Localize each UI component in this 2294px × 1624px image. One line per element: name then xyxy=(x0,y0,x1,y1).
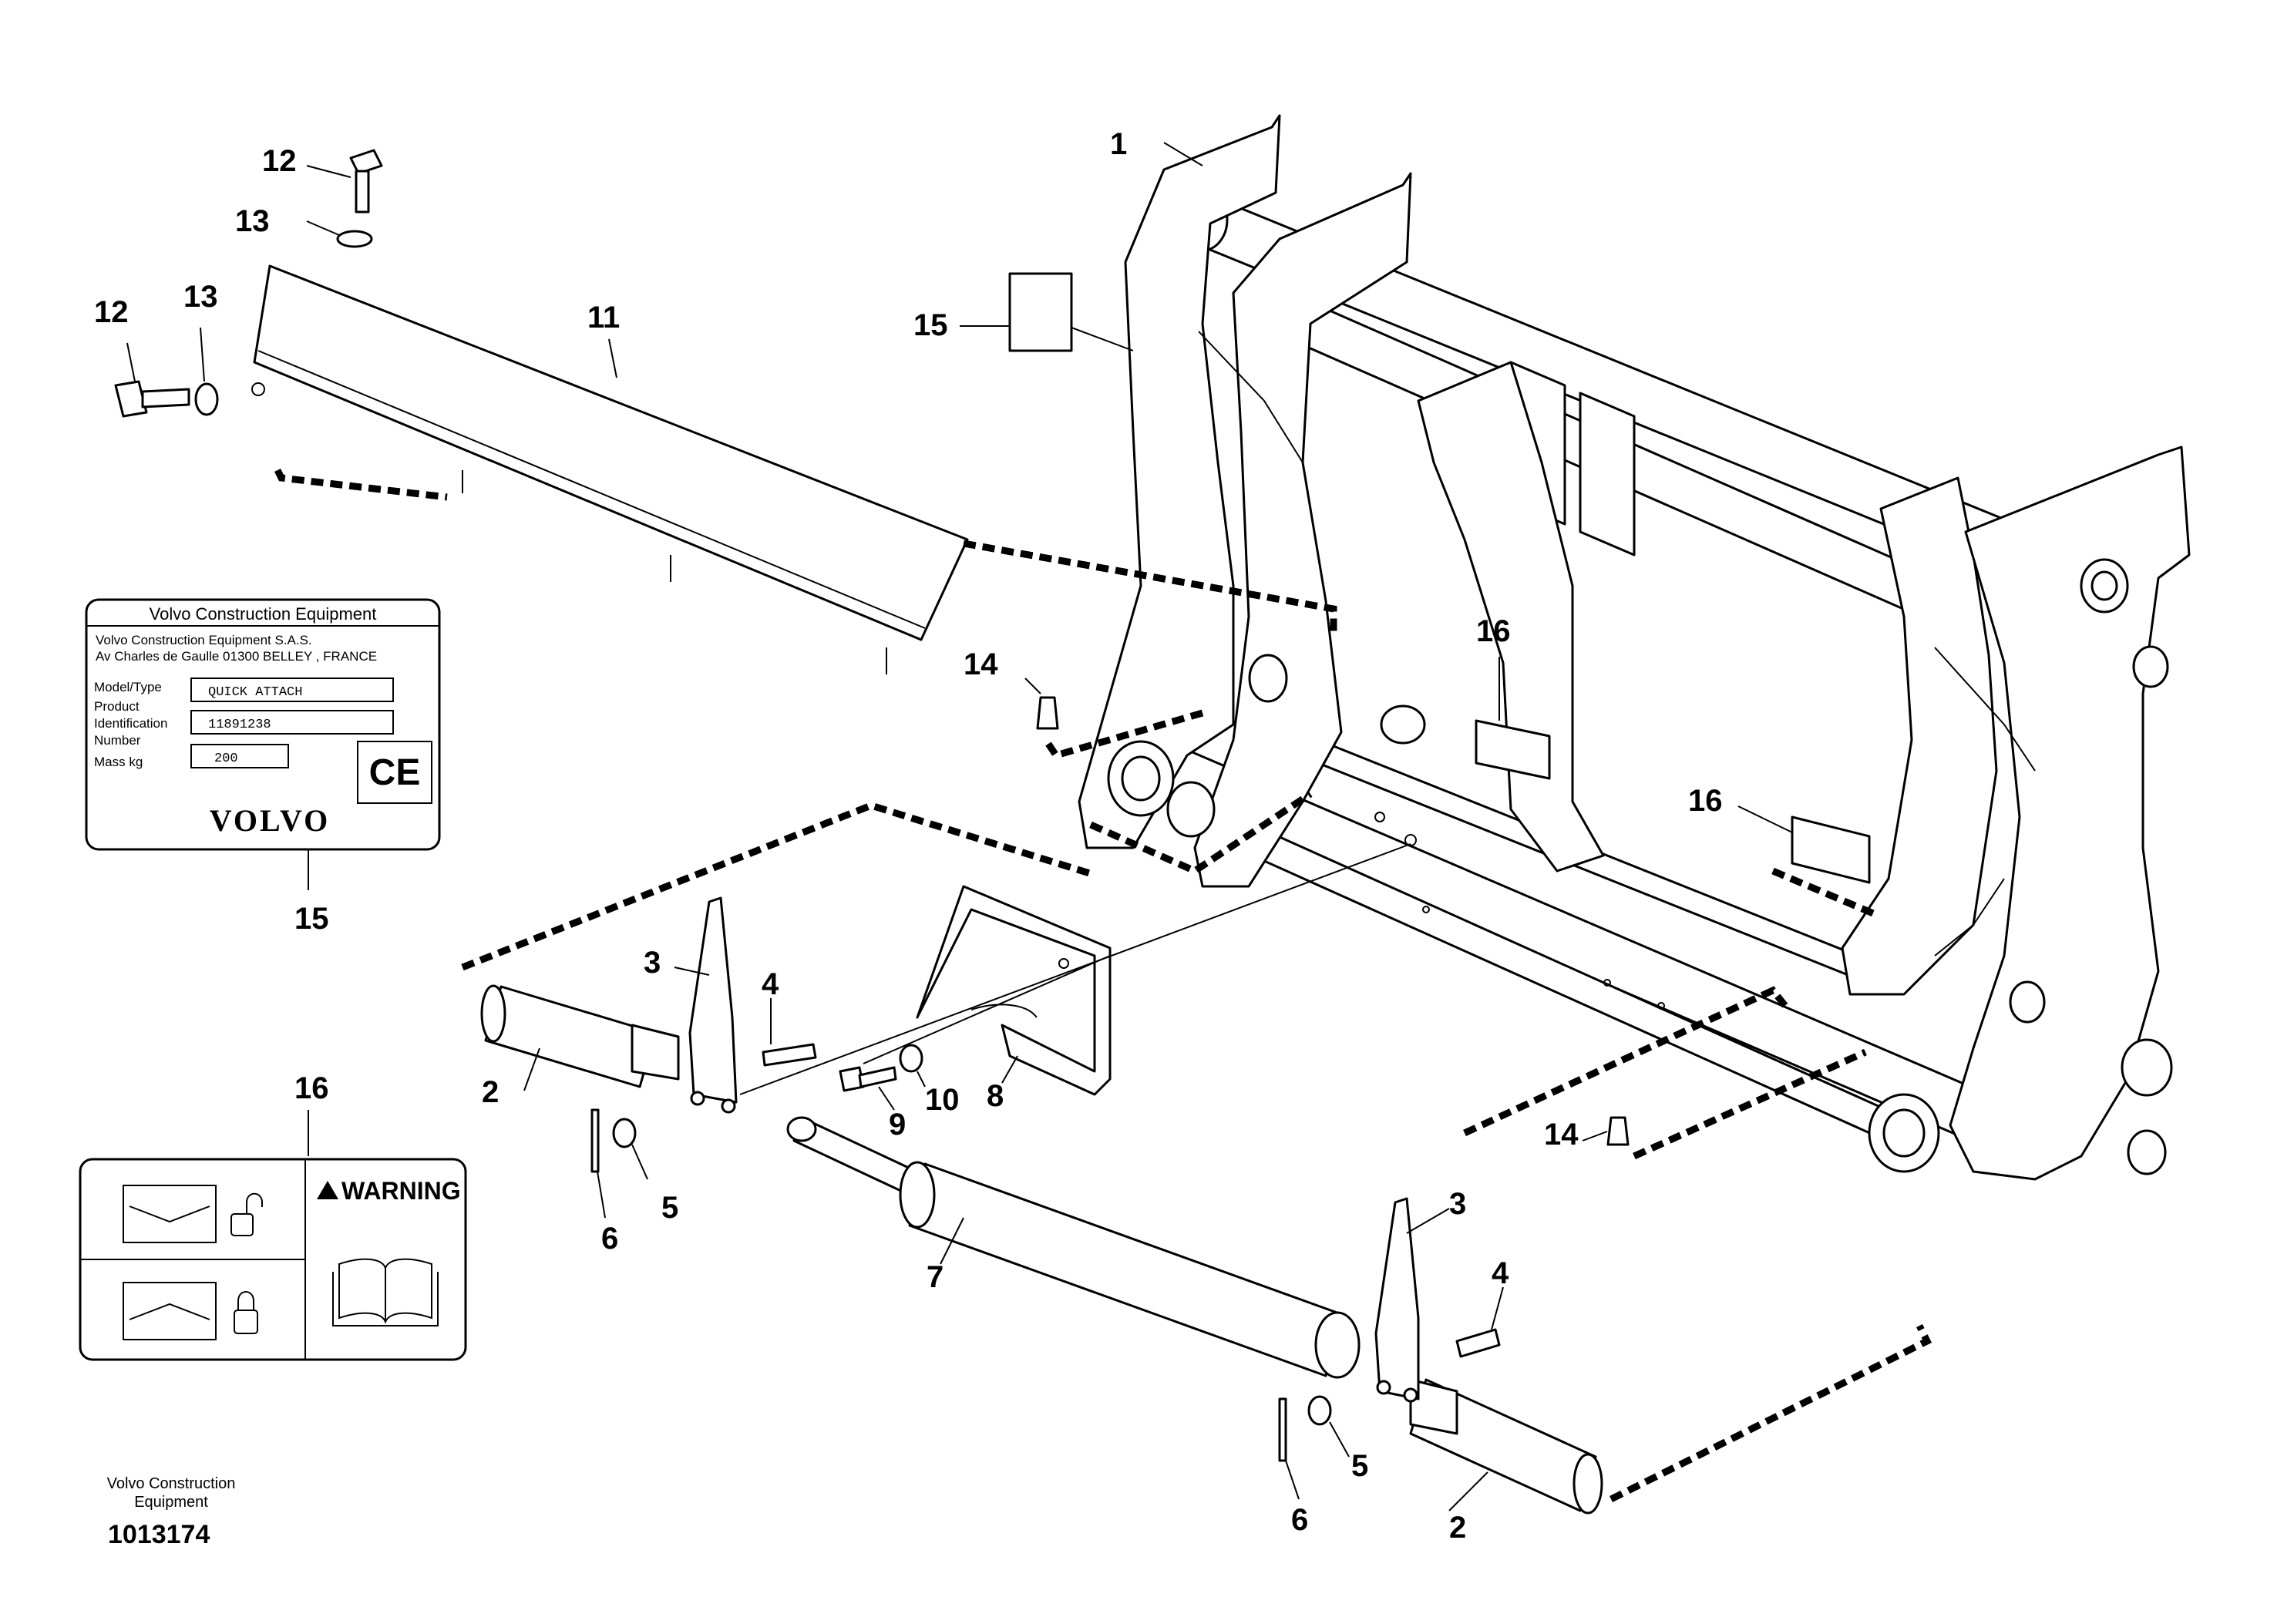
frame-decal-placements xyxy=(1008,272,1871,884)
assembly-paths xyxy=(274,468,1932,1503)
callout-13: 13 xyxy=(183,280,218,314)
mass-label: Mass kg xyxy=(94,755,143,769)
pin-value: 11891238 xyxy=(208,718,271,732)
washer-10 xyxy=(899,1044,923,1073)
callout-14: 14 xyxy=(1544,1118,1579,1152)
callout-16: 16 xyxy=(1688,784,1723,818)
callout-16: 16 xyxy=(1476,614,1511,648)
callout-8: 8 xyxy=(987,1079,1004,1113)
locking-pin-2-left xyxy=(480,984,680,1088)
lever-3-right xyxy=(1374,1197,1420,1403)
bolt-12-top xyxy=(349,149,383,214)
callout-3: 3 xyxy=(644,946,661,980)
callout-13: 13 xyxy=(235,204,270,238)
footer-company-line2: Equipment xyxy=(134,1494,208,1511)
model-type-value: QUICK ATTACH xyxy=(208,685,302,700)
unlocked-position-icon xyxy=(123,1185,217,1243)
callout-labels: 1 15 12 13 12 13 11 14 16 16 14 3 3 4 4 … xyxy=(94,127,1723,1545)
grease-nipple-14-bottom xyxy=(1606,1116,1630,1146)
bolt-12-left xyxy=(114,380,190,418)
footer-company-line1: Volvo Construction xyxy=(107,1475,236,1492)
callout-14: 14 xyxy=(964,647,998,681)
callout-4: 4 xyxy=(762,967,779,1001)
cover-plate xyxy=(251,264,969,674)
cotter-pin-6-right xyxy=(1278,1397,1287,1462)
plate-title: Volvo Construction Equipment xyxy=(150,604,377,624)
washer-5-left xyxy=(612,1118,637,1148)
callout-6: 6 xyxy=(601,1222,618,1256)
callout-5: 5 xyxy=(1351,1449,1368,1483)
callout-15: 15 xyxy=(913,308,948,342)
pin-label-line1: Product xyxy=(94,699,140,714)
warning-triangle-icon xyxy=(317,1181,338,1199)
callout-11: 11 xyxy=(587,301,620,335)
warning-decal: WARNING xyxy=(79,1158,467,1361)
locked-position-icon xyxy=(123,1282,217,1340)
callout-9: 9 xyxy=(889,1108,906,1142)
document-number: 1013174 xyxy=(108,1520,210,1549)
callout-16: 16 xyxy=(294,1071,329,1105)
mass-value: 200 xyxy=(214,751,238,766)
callout-5: 5 xyxy=(661,1191,678,1225)
washer-13-left xyxy=(194,382,219,416)
unlocked-padlock-icon xyxy=(230,1192,263,1236)
identification-plate: Volvo Construction Equipment Volvo Const… xyxy=(85,598,441,851)
decal-location-15 xyxy=(1008,272,1073,352)
callout-2: 2 xyxy=(1449,1511,1466,1545)
decal-location-16-middle xyxy=(1475,719,1551,780)
callout-7: 7 xyxy=(927,1260,944,1294)
washer-5-right xyxy=(1307,1395,1332,1426)
decal-location-16-right xyxy=(1791,815,1871,884)
pin-label-line2: Identification xyxy=(94,716,167,731)
hydraulic-cylinder xyxy=(786,1116,1361,1379)
warning-label: WARNING xyxy=(341,1177,461,1205)
document-footer: Volvo Construction Equipment 1013174 xyxy=(107,1475,236,1549)
lever-3-left xyxy=(688,896,738,1114)
plate-company: Volvo Construction Equipment S.A.S. xyxy=(96,633,312,647)
manual-book-icon xyxy=(332,1258,439,1326)
callout-4: 4 xyxy=(1492,1256,1509,1290)
cotter-pin-6-left xyxy=(590,1108,600,1173)
grease-nipple-14-top xyxy=(1036,696,1059,730)
callout-12: 12 xyxy=(262,144,297,178)
bolt-9 xyxy=(839,1066,897,1092)
callout-3: 3 xyxy=(1449,1187,1466,1221)
leader-lines xyxy=(126,142,1793,1511)
bracket-8 xyxy=(916,885,1112,1096)
callout-1: 1 xyxy=(1110,127,1127,161)
locking-pin-2-right xyxy=(1409,1378,1603,1515)
callout-10: 10 xyxy=(925,1083,960,1117)
locked-padlock-icon xyxy=(234,1291,258,1334)
callout-15: 15 xyxy=(294,902,329,936)
plate-address: Av Charles de Gaulle 01300 BELLEY , FRAN… xyxy=(96,649,377,664)
pin-4-left xyxy=(762,1043,817,1067)
washer-13-top xyxy=(336,230,373,248)
callout-2: 2 xyxy=(482,1075,499,1109)
volvo-logo: VOLVO xyxy=(210,803,330,838)
callout-6: 6 xyxy=(1291,1503,1308,1537)
pin-label-line3: Number xyxy=(94,733,141,748)
ce-mark: CE xyxy=(369,752,421,793)
quick-attach-frame xyxy=(1078,114,2191,1181)
pin-4-right xyxy=(1455,1328,1501,1358)
model-type-label: Model/Type xyxy=(94,680,162,694)
callout-12: 12 xyxy=(94,295,129,329)
